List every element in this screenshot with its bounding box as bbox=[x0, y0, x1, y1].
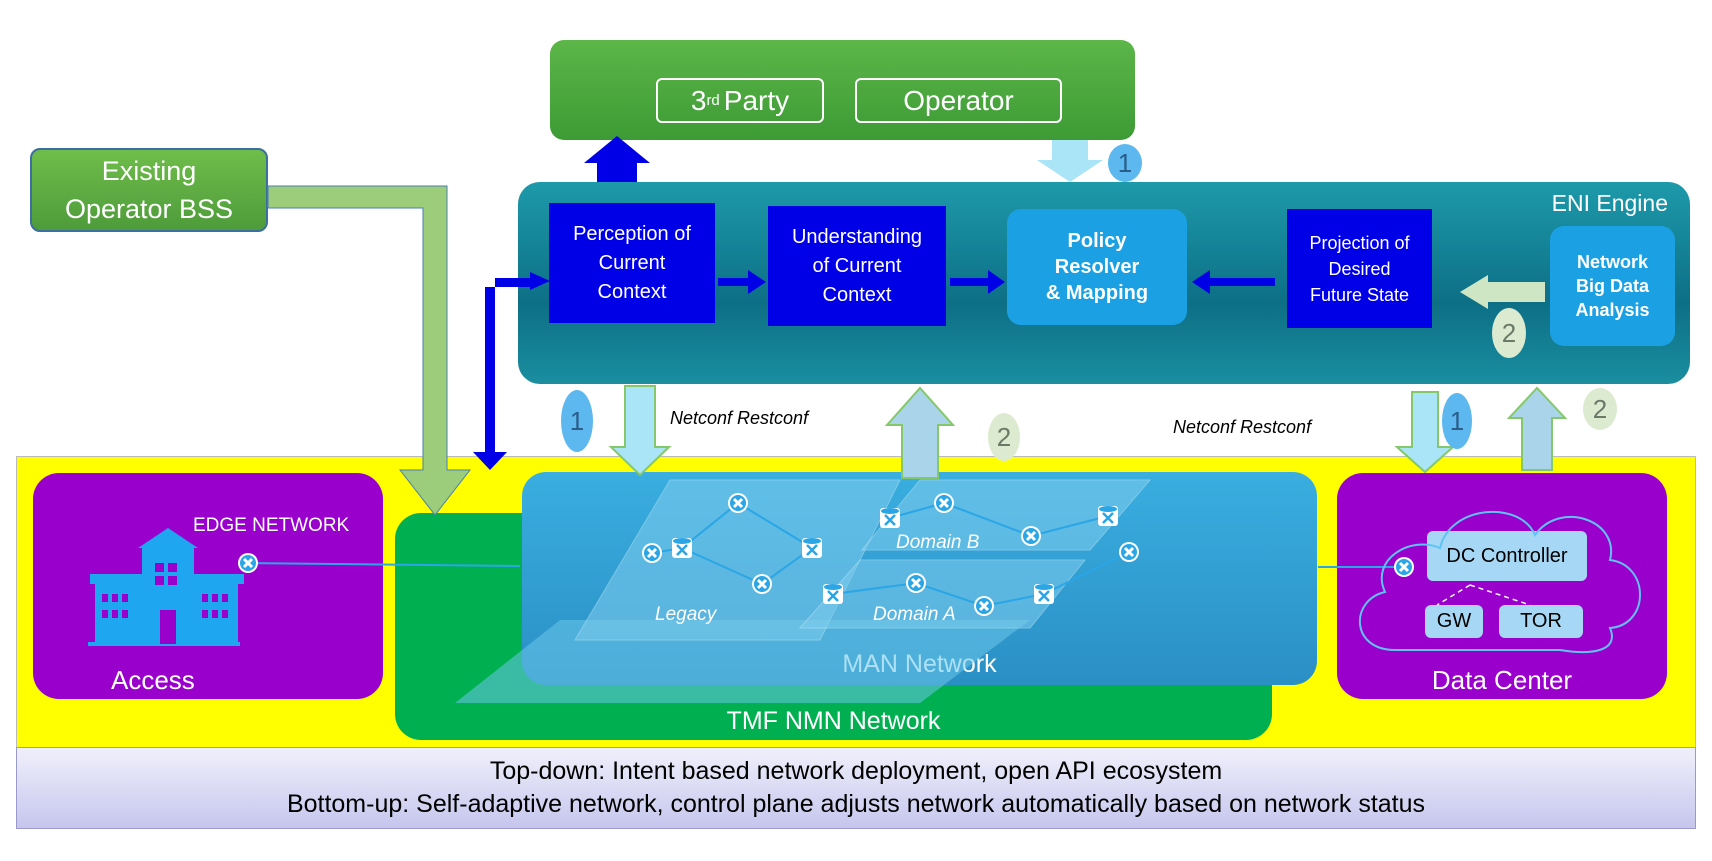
perception-network-arrow bbox=[473, 272, 550, 470]
bss-line1: Existing bbox=[101, 156, 197, 186]
man-to-eni-up-arrow bbox=[884, 386, 956, 479]
third-party-suffix: rd bbox=[706, 92, 720, 109]
eni-to-dc-down-arrow bbox=[1394, 391, 1456, 474]
bigdata-to-projection-arrow bbox=[1460, 275, 1545, 309]
cloud-icon bbox=[1359, 510, 1641, 653]
legacy-plane bbox=[574, 479, 901, 641]
bss-to-network-arrow bbox=[267, 185, 472, 516]
dc-controller[interactable]: DC Controller bbox=[1427, 531, 1587, 581]
existing-operator-bss[interactable]: Existing Operator BSS bbox=[30, 148, 268, 232]
bigdata-line2: Big Data bbox=[1575, 276, 1649, 296]
eni-engine-title: ENI Engine bbox=[1551, 190, 1668, 216]
domain-b-plane bbox=[860, 479, 1152, 551]
domain-a-label: Domain A bbox=[873, 604, 956, 625]
perception-block[interactable]: Perception of Current Context bbox=[549, 203, 715, 323]
projection-line1: Projection of bbox=[1309, 232, 1410, 253]
dc-to-eni-up-arrow bbox=[1506, 386, 1568, 471]
perception-line1: Perception of bbox=[573, 222, 691, 245]
description-banner: Top-down: Intent based network deploymen… bbox=[16, 747, 1696, 829]
projection-to-policy-arrow bbox=[1192, 270, 1275, 294]
protocol-label: Netconf Restconf bbox=[1173, 417, 1312, 437]
bigdata-line3: Analysis bbox=[1575, 300, 1650, 320]
big-data-analysis-block[interactable]: Network Big Data Analysis bbox=[1550, 226, 1675, 346]
bottom-up-description: Bottom-up: Self-adaptive network, contro… bbox=[286, 790, 1426, 818]
projection-block[interactable]: Projection of Desired Future State bbox=[1287, 209, 1432, 328]
lower-plane bbox=[455, 620, 1030, 703]
tmf-title: TMF NMN Network bbox=[726, 707, 941, 735]
building-icon bbox=[88, 528, 244, 646]
edge-network-label: EDGE NETWORK bbox=[193, 515, 350, 536]
policy-resolver-block[interactable]: Policy Resolver & Mapping bbox=[1007, 209, 1187, 325]
understanding-to-policy-arrow bbox=[950, 270, 1005, 294]
gw-node[interactable]: GW bbox=[1425, 605, 1483, 638]
understanding-line3: Context bbox=[822, 283, 892, 306]
projection-line3: Future State bbox=[1309, 284, 1410, 305]
dc-link-tor bbox=[1469, 584, 1531, 606]
bss-line2: Operator BSS bbox=[64, 194, 234, 224]
projection-line2: Desired bbox=[1328, 258, 1391, 279]
legacy-label: Legacy bbox=[655, 604, 718, 625]
top-down-description: Top-down: Intent based network deploymen… bbox=[489, 757, 1223, 785]
step-badge-1: 1 bbox=[561, 390, 593, 452]
perception-to-understanding-arrow bbox=[718, 270, 766, 294]
policy-line2: Resolver bbox=[1054, 256, 1140, 278]
policy-line3: & Mapping bbox=[1045, 282, 1149, 304]
tor-node[interactable]: TOR bbox=[1499, 605, 1583, 638]
operator-intent-arrow bbox=[1037, 140, 1103, 182]
protocol-label: Netconf Restconf bbox=[670, 408, 809, 428]
access-title: Access bbox=[111, 665, 195, 695]
step-badge-2: 2 bbox=[988, 413, 1020, 461]
up-to-stakeholders-arrow bbox=[584, 136, 650, 182]
step-badge-1: 1 bbox=[1108, 144, 1142, 182]
perception-line3: Context bbox=[597, 280, 667, 303]
dc-title: Data Center bbox=[1431, 665, 1573, 695]
policy-line1: Policy bbox=[1067, 230, 1127, 252]
understanding-line1: Understanding bbox=[791, 225, 923, 248]
data-center-zone[interactable]: Data Center DC Controller GW TOR bbox=[1337, 473, 1667, 699]
eni-to-man-down-arrow bbox=[608, 385, 672, 477]
step-badge-2: 2 bbox=[1492, 308, 1526, 358]
bigdata-line1: Network bbox=[1576, 252, 1648, 272]
understanding-block[interactable]: Understanding of Current Context bbox=[768, 206, 946, 326]
dc-link-gw bbox=[1436, 584, 1471, 606]
operator-label[interactable]: Operator bbox=[855, 78, 1062, 123]
domain-b-label: Domain B bbox=[896, 532, 980, 553]
step-badge-2: 2 bbox=[1583, 388, 1617, 430]
domain-a-plane bbox=[798, 559, 1087, 629]
step-badge-1: 1 bbox=[1442, 393, 1472, 449]
perception-line2: Current bbox=[598, 251, 666, 274]
understanding-line2: of Current bbox=[812, 254, 902, 277]
